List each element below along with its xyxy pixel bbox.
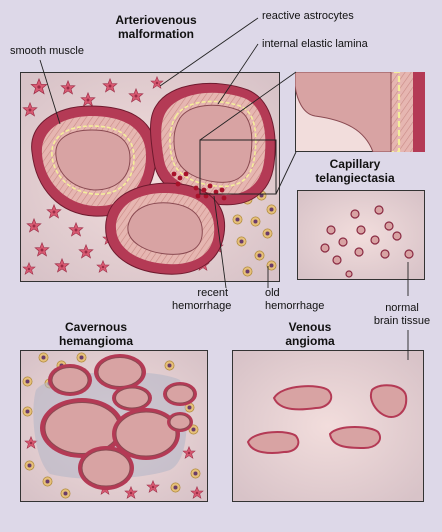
inset-panel — [295, 72, 425, 152]
avm-title: Arteriovenous malformation — [96, 13, 216, 41]
venous-title: Venous angioma — [270, 320, 350, 348]
avm-title-line1: Arteriovenous — [115, 13, 197, 27]
avm-title-line2: malformation — [117, 27, 194, 41]
venous-vessel-3 — [246, 431, 300, 454]
cavern-6 — [112, 408, 180, 460]
recent-hemorrhage-line1: recent — [197, 287, 228, 299]
cavern-4 — [163, 382, 197, 406]
avm-panel — [20, 72, 280, 282]
cavern-7 — [167, 412, 193, 432]
normal-brain-tissue-label: normal brain tissue — [372, 302, 432, 328]
capillary-title-line2: telangiectasia — [315, 171, 395, 185]
cavern-2 — [94, 354, 146, 390]
venous-title-line2: angioma — [285, 334, 335, 348]
cavernous-title-line1: Cavernous — [64, 320, 128, 334]
cavernous-panel — [20, 350, 208, 502]
avm-vessel-left — [31, 105, 157, 217]
venous-tissue — [232, 350, 424, 502]
normal-brain-tissue-line1: normal — [385, 302, 419, 314]
capillary-title: Capillary telangiectasia — [300, 157, 410, 185]
cavernous-title-line2: hemangioma — [58, 334, 133, 348]
old-hemorrhage-line2: hemorrhage — [265, 300, 325, 312]
internal-elastic-lamina-label: internal elastic lamina — [262, 38, 368, 50]
capillary-panel — [297, 190, 425, 280]
venous-vessel-2 — [370, 384, 408, 418]
venous-vessel-1 — [272, 385, 333, 411]
cavern-1 — [48, 364, 92, 396]
recent-hemorrhage-label: recent hemorrhage — [172, 287, 232, 313]
normal-brain-tissue-line2: brain tissue — [373, 315, 431, 327]
avm-vessel-bottom — [105, 182, 226, 275]
cavern-8 — [78, 446, 134, 490]
cavern-3 — [112, 385, 152, 411]
cavernous-title: Cavernous hemangioma — [36, 320, 156, 348]
reactive-astrocytes-label: reactive astrocytes — [262, 10, 354, 22]
cavern-5 — [40, 398, 124, 458]
capillary-title-line1: Capillary — [329, 157, 381, 171]
smooth-muscle-label: smooth muscle — [10, 45, 84, 57]
venous-vessel-group — [246, 384, 408, 454]
venous-panel — [232, 350, 424, 502]
capillary-group — [320, 205, 414, 278]
venous-vessel-4 — [328, 426, 382, 450]
old-hemorrhage-label: old hemorrhage — [265, 287, 324, 313]
recent-hemorrhage-line2: hemorrhage — [172, 300, 232, 312]
cavern-group — [40, 354, 197, 490]
venous-title-line1: Venous — [288, 320, 332, 334]
old-hemorrhage-line1: old — [265, 287, 280, 299]
capillary-tissue — [297, 190, 425, 280]
